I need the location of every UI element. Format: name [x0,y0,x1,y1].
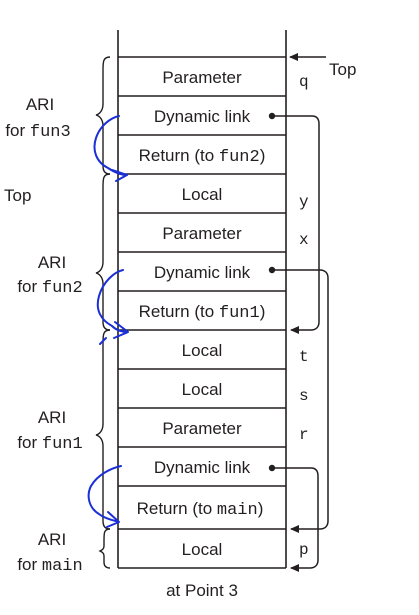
var-s: s [299,387,309,405]
var-x: x [299,231,309,249]
cell-parameter-r: Parameter [162,419,242,438]
ari-label-main: ARI [38,530,66,549]
var-y: y [299,193,309,211]
dynamic-link-arrow-fun1 [275,467,319,572]
cell-dynamic-link-fun2: Dynamic link [154,263,251,282]
stack-cells: Parameter Dynamic link Return (to fun2) … [137,68,266,559]
top-label-right: Top [329,60,356,79]
cell-dynamic-link-fun3: Dynamic link [154,107,251,126]
cell-borders [118,56,286,569]
ari-for-fun2: for fun2 [17,277,82,298]
ari-for-fun1: for fun1 [17,433,82,454]
cell-dynamic-link-fun1: Dynamic link [154,458,251,477]
ari-label-fun2: ARI [38,253,66,272]
handwritten-loop-fun1 [87,465,122,528]
cell-local-s: Local [182,380,223,399]
ari-for-fun3: for fun3 [5,121,70,142]
cell-parameter-q: Parameter [162,68,242,87]
cell-local-y: Local [182,185,223,204]
ari-braces [95,56,111,569]
dynamic-link-dot-fun3 [268,112,276,120]
ari-label-fun3: ARI [26,95,54,114]
cell-return-to-fun2: Return (to fun2) [139,146,266,167]
variable-names: q y x t s r p [299,73,309,559]
dynamic-link-arrows [268,112,329,572]
handwritten-loop-fun2 [96,269,129,345]
dynamic-link-dot-fun2 [268,266,276,274]
var-q: q [299,73,309,91]
ari-labels: ARI for fun3 ARI for fun2 ARI for fun1 A… [5,95,82,576]
var-p: p [299,541,309,559]
cell-return-to-fun1: Return (to fun1) [139,302,266,323]
var-t: t [299,348,309,366]
handwritten-annotations [87,115,129,528]
diagram-caption: at Point 3 [166,581,238,600]
handwritten-loop-fun3 [93,115,128,182]
cell-local-p: Local [182,540,223,559]
cell-parameter-x: Parameter [162,224,242,243]
stack-frame [117,30,287,568]
dynamic-link-arrow-fun3 [275,115,320,334]
ari-label-fun1: ARI [38,408,66,427]
dynamic-link-dot-fun1 [268,464,276,472]
top-label-left: Top [4,186,31,205]
cell-return-to-main: Return (to main) [137,499,264,520]
ari-for-main: for main [17,555,82,576]
var-r: r [299,426,309,444]
cell-local-t: Local [182,341,223,360]
dynamic-link-arrow-fun2 [275,269,329,533]
top-pointer: Top [289,53,356,79]
